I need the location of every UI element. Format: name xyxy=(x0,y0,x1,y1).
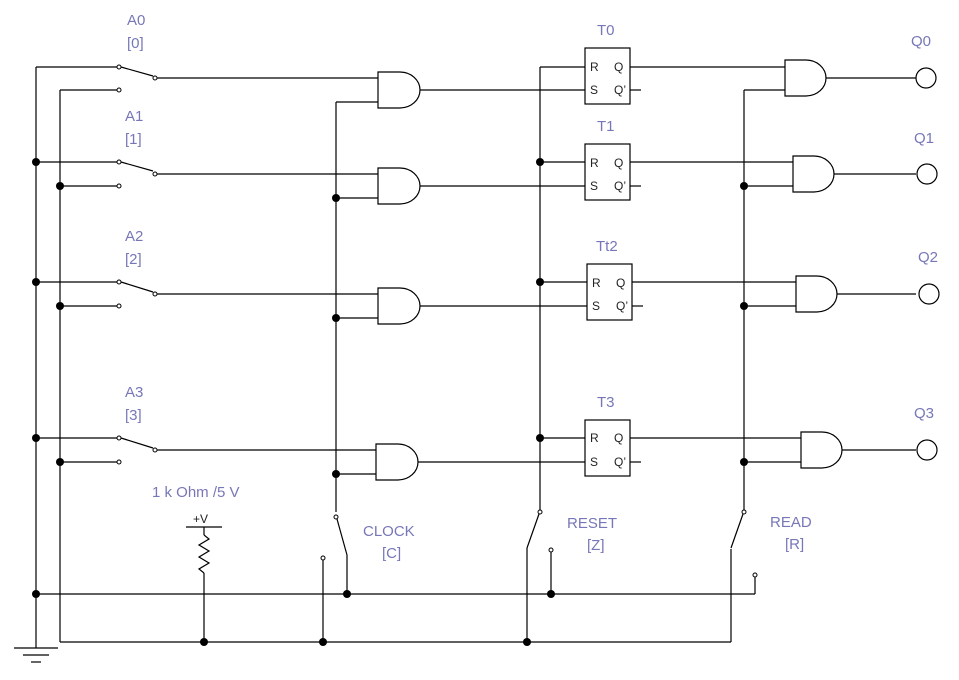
flipflop-s: S xyxy=(592,299,600,313)
flipflop-r: R xyxy=(590,156,599,170)
switch-key: [1] xyxy=(125,131,142,148)
output-label: Q0 xyxy=(911,33,931,50)
control-key: [Z] xyxy=(587,537,605,554)
flipflop-s: S xyxy=(590,83,598,97)
row-2 xyxy=(36,281,916,319)
switch-name: A2 xyxy=(125,228,143,245)
flipflop-qn: Q’ xyxy=(614,179,626,193)
read-switch xyxy=(730,509,758,578)
supply-label: 1 k Ohm /5 V xyxy=(152,484,240,501)
control-name: CLOCK xyxy=(363,523,415,540)
flipflop-qn: Q’ xyxy=(614,455,626,469)
flipflop-boxes xyxy=(584,47,633,477)
switch-name: A3 xyxy=(125,384,143,401)
switch-key: [0] xyxy=(127,35,144,52)
clock-switch xyxy=(320,514,348,642)
flipflop-r: R xyxy=(590,60,599,74)
flipflop-name: Tt2 xyxy=(596,238,618,255)
ground-symbol xyxy=(14,647,58,663)
row-1 xyxy=(36,161,916,199)
flipflop-q: Q xyxy=(614,156,623,170)
flipflop-name: T0 xyxy=(597,22,615,39)
supply-resistor xyxy=(186,526,222,642)
junction-dots xyxy=(32,158,748,646)
supply-vplus: +V xyxy=(193,512,208,526)
flipflop-name: T1 xyxy=(597,118,615,135)
control-key: [C] xyxy=(382,545,401,562)
flipflop-q: Q xyxy=(614,60,623,74)
and-gates-output xyxy=(784,59,843,469)
switch-key: [2] xyxy=(125,251,142,268)
switch-contacts xyxy=(116,64,158,465)
switch-name: A1 xyxy=(125,108,143,125)
flipflop-name: T3 xyxy=(597,394,615,411)
flipflop-qn: Q’ xyxy=(614,83,626,97)
row-0 xyxy=(36,66,916,103)
control-key: [R] xyxy=(785,536,804,553)
flipflop-q: Q xyxy=(614,431,623,445)
flipflop-s: S xyxy=(590,455,598,469)
reset-switch xyxy=(526,509,554,642)
flipflop-r: R xyxy=(592,276,601,290)
and-gates-input xyxy=(375,71,421,481)
control-name: RESET xyxy=(567,515,617,532)
row-3 xyxy=(36,437,916,475)
output-label: Q3 xyxy=(914,405,934,422)
flipflop-s: S xyxy=(590,179,598,193)
flipflop-qn: Q’ xyxy=(616,299,628,313)
output-terminals xyxy=(915,67,940,461)
output-label: Q2 xyxy=(918,249,938,266)
control-name: READ xyxy=(770,514,812,531)
flipflop-r: R xyxy=(590,431,599,445)
flipflop-q: Q xyxy=(616,276,625,290)
output-label: Q1 xyxy=(914,130,934,147)
switch-name: A0 xyxy=(127,12,145,29)
switch-key: [3] xyxy=(125,407,142,424)
